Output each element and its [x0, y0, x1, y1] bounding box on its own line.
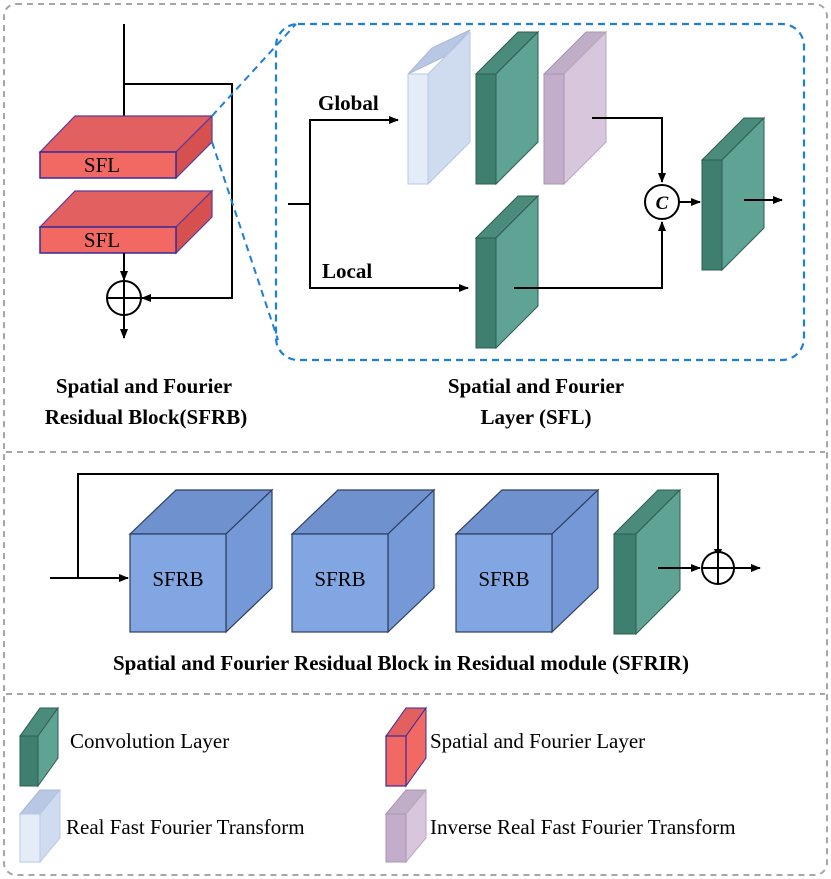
- legend-conv-label: Convolution Layer: [70, 729, 229, 753]
- legend-irfft-label: Inverse Real Fast Fourier Transform: [430, 815, 736, 839]
- sfrb-caption-line1: Spatial and Fourier: [56, 374, 232, 398]
- sfl-panel: Global Local C: [274, 22, 806, 429]
- legend: Convolution Layer Spatial and Fourier La…: [18, 706, 736, 864]
- sfrb-sfl-label-2: SFL: [84, 228, 120, 252]
- sfrir-sfrb-block-1: SFRB: [128, 488, 274, 634]
- sfrb-skip-connection: [124, 83, 233, 302]
- zoom-line-bottom: [211, 141, 279, 341]
- sfl-rfft-block: [407, 29, 471, 186]
- sfl-caption-line1: Spatial and Fourier: [448, 374, 624, 398]
- sfl-conv-block-local: [474, 194, 540, 350]
- section-borders: [3, 3, 828, 876]
- sfl-global-to-concat: [592, 117, 666, 183]
- sfrb-caption-line2: Residual Block(SFRB): [45, 405, 247, 429]
- sfrir-caption: Spatial and Fourier Residual Block in Re…: [113, 651, 689, 675]
- legend-sfl-label: Spatial and Fourier Layer: [430, 729, 645, 753]
- sfl-local-to-concat: [514, 221, 666, 289]
- legend-rfft-label: Real Fast Fourier Transform: [66, 815, 305, 839]
- legend-irfft-icon: [384, 788, 428, 864]
- sfrb-panel: SFL SFL Spatial and Fourier Residual Blo…: [38, 24, 247, 429]
- sfrb-sfl-label-1: SFL: [84, 153, 120, 177]
- sfrir-sfrb-block-3: SFRB: [454, 488, 600, 634]
- sfrir-skip-connection: [77, 473, 722, 578]
- sfl-caption-line2: Layer (SFL): [480, 405, 591, 429]
- concat-symbol: C: [656, 193, 669, 214]
- legend-rfft-icon: [18, 788, 62, 864]
- sfrir-add-icon: [701, 551, 735, 585]
- zoom-line-top: [211, 23, 297, 117]
- sfrir-sfrb-label-2: SFRB: [314, 567, 365, 591]
- outer-panel-border: [3, 3, 828, 876]
- sfrir-conv-block: [612, 488, 682, 636]
- sfl-global-label: Global: [318, 91, 379, 115]
- sfl-local-label: Local: [322, 259, 372, 283]
- sfl-global-branch: [309, 116, 399, 204]
- concat-icon: C: [644, 184, 680, 220]
- sfrb-sfl-block-1: SFL: [38, 114, 214, 180]
- sfrb-add-icon: [106, 280, 142, 316]
- sfl-zoom-border: [274, 22, 806, 362]
- sfl-conv-block-output: [700, 116, 766, 272]
- sfrir-sfrb-label-1: SFRB: [152, 567, 203, 591]
- sfl-local-branch: [309, 204, 469, 292]
- legend-conv-icon: [19, 706, 59, 788]
- sfrir-sfrb-block-2: SFRB: [290, 488, 436, 634]
- sfl-conv-block-global: [474, 30, 540, 186]
- sfl-irfft-block: [542, 30, 608, 186]
- legend-sfl-icon: [385, 706, 427, 788]
- sfrir-sfrb-label-3: SFRB: [478, 567, 529, 591]
- sfrir-panel: SFRB SFRB SFRB Spatial and Fourier Resi: [50, 473, 761, 675]
- sfrb-sfl-block-2: SFL: [38, 189, 214, 255]
